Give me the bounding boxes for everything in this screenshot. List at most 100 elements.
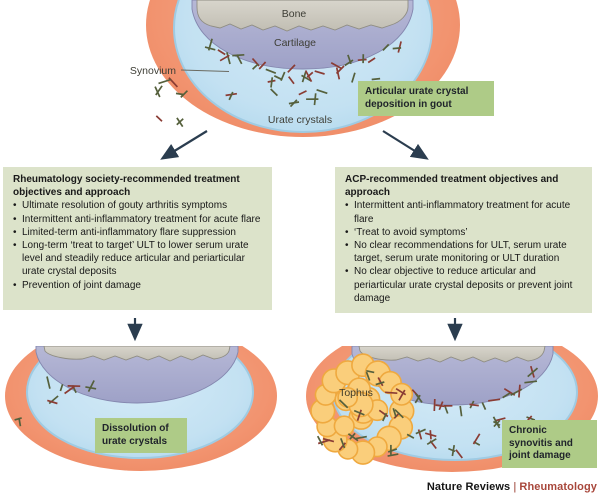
urate-crystals-top [154, 38, 402, 128]
urate-crystal [433, 398, 436, 412]
urate-crystal-needle [406, 433, 415, 439]
urate-crystal-needle [371, 77, 381, 81]
urate-crystal-needle [377, 377, 384, 387]
urate-crystal [47, 395, 59, 405]
urate-crystal [357, 54, 367, 64]
callout-articular-deposition: Articular urate crystal deposition in go… [358, 81, 494, 116]
urate-crystal [306, 93, 319, 106]
urate-crystal-needle [270, 88, 278, 97]
urate-crystal-needle [47, 399, 58, 405]
urate-crystal [488, 398, 501, 402]
urate-crystal-needle [435, 404, 445, 408]
rheumatology-treatment-box: Rheumatology society-recommended treatme… [3, 167, 272, 310]
urate-crystal-needle [180, 90, 189, 98]
urate-crystal [481, 402, 487, 410]
urate-crystal-needle [444, 406, 449, 414]
urate-crystal-needle [448, 447, 456, 453]
urate-crystal [338, 399, 349, 409]
urate-crystal [265, 68, 277, 74]
urate-crystal-needle [317, 439, 331, 445]
urate-crystal-needle [219, 54, 230, 62]
urate-crystal [472, 433, 481, 446]
footer-separator: | [513, 481, 517, 493]
urate-crystal [415, 428, 426, 440]
urate-crystal-needle [335, 67, 341, 80]
urate-crystal-needle [314, 70, 325, 75]
urate-crystal-needle [459, 405, 463, 417]
bone-label: Bone [282, 8, 307, 20]
acp-treatment-bullet-list: Intermittent anti-inflammatory treatment… [345, 199, 582, 305]
urate-crystal [316, 88, 328, 95]
cartilage-label: Cartilage [274, 37, 316, 49]
urate-crystal [365, 369, 375, 381]
urate-crystal [154, 85, 163, 98]
urate-crystal [492, 416, 506, 429]
urate-crystal [267, 77, 276, 88]
urate-crystal [395, 387, 407, 401]
synovium-label: Synovium [130, 65, 176, 77]
urate-crystal [219, 52, 231, 65]
journal-name: Nature Reviews [426, 481, 511, 493]
urate-crystal-needle [375, 381, 385, 386]
urate-crystal-needle [306, 71, 314, 78]
urate-crystal [64, 385, 76, 395]
urate-crystal-needle [481, 402, 487, 410]
urate-crystal-needle [340, 437, 346, 449]
bullet-item: No clear recommendations for ULT, serum … [345, 239, 582, 265]
urate-crystal-needle [355, 435, 367, 440]
bullet-item: ‘Treat to avoid symptoms’ [345, 226, 582, 239]
urate-crystal [14, 417, 22, 427]
urate-crystal-needle [356, 409, 363, 421]
urate-crystal-needle [252, 63, 259, 70]
urate-crystal [180, 90, 189, 98]
urate-crystals-label: Urate crystals [268, 114, 332, 126]
bottom-left-joint-diagram [5, 346, 277, 471]
urate-crystal-needle [382, 43, 390, 51]
urate-crystal [175, 92, 184, 96]
urate-crystal-needle [236, 54, 243, 65]
urate-crystal [316, 435, 331, 446]
callout-chronic-synovitis: Chronic synovitis and joint damage [502, 420, 597, 468]
urate-crystal-needle [367, 57, 376, 64]
urate-crystal [455, 449, 463, 459]
urate-crystal-needle [330, 61, 342, 70]
urate-crystal-needle [394, 409, 404, 419]
top-joint-diagram: Bone Cartilage Urate crystals Synovium [130, 0, 460, 137]
urate-crystal [394, 409, 404, 419]
urate-crystal [59, 383, 64, 392]
urate-crystal-needle [387, 453, 399, 457]
urate-crystal [85, 380, 97, 392]
urate-crystal-needle [426, 438, 437, 446]
urate-crystal-needle [258, 61, 267, 70]
urate-crystal-needle [398, 389, 406, 401]
urate-crystal [298, 90, 307, 96]
urate-crystal-needle [378, 409, 389, 418]
urate-crystal [158, 78, 172, 85]
urate-crystal [217, 49, 226, 56]
urate-crystal-needle [288, 101, 300, 105]
urate-crystal-needle [357, 58, 367, 62]
urate-crystal-needle [270, 77, 274, 88]
bullet-item: Long-term ‘treat to target’ ULT to lower… [13, 239, 262, 279]
urate-crystal [378, 409, 389, 422]
synovium-leader-line [180, 69, 230, 72]
urate-crystal [448, 444, 456, 457]
urate-crystal [288, 76, 295, 85]
urate-crystal-needle [351, 72, 356, 83]
urate-crystal-needle [59, 383, 64, 392]
urate-crystal-needle [316, 88, 328, 95]
bullet-item: No clear objective to reduce articular a… [345, 265, 582, 305]
urate-crystal-needle [265, 68, 277, 74]
urate-crystal [335, 67, 341, 80]
urate-crystal [527, 365, 539, 378]
urate-crystal-needle [492, 416, 501, 429]
urate-crystal-needle [349, 432, 356, 440]
urate-crystal [392, 41, 402, 53]
urate-crystal-needle [526, 416, 536, 421]
urate-crystal [426, 438, 437, 450]
urate-crystal [387, 453, 399, 457]
tophus-label: Tophus [339, 387, 373, 399]
bullet-item: Limited-term anti-inflammatory flare sup… [13, 226, 262, 239]
